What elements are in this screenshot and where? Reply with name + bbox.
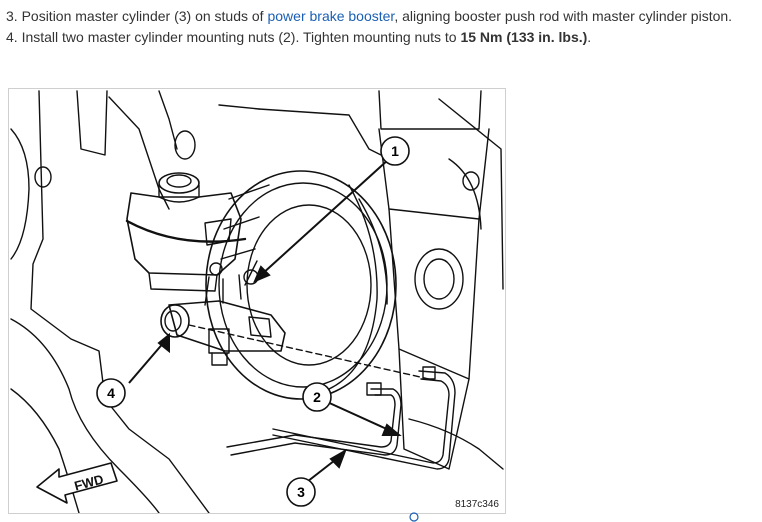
callout-1-label: 1 — [391, 143, 399, 159]
power-brake-booster-link[interactable]: power brake booster — [267, 8, 395, 24]
step-number: 4. — [6, 29, 18, 45]
step-text: , aligning booster push rod with master … — [394, 8, 733, 24]
callout-4 — [96, 378, 126, 408]
torque-spec: 15 Nm (133 in. lbs.) — [460, 29, 588, 45]
step-text: Install two master cylinder mounting nut… — [17, 29, 461, 45]
step-text: . — [587, 29, 592, 45]
fwd-arrow-icon: FWD — [36, 462, 118, 504]
step-3: 3. Position master cylinder (3) on studs… — [6, 6, 758, 27]
master-cylinder-diagram: 1 4 2 3 FWD 8137c346 — [8, 88, 506, 514]
diagram-illustration: 1 4 2 3 FWD — [10, 90, 504, 513]
callout-3-label: 3 — [297, 484, 305, 500]
callout-2 — [302, 382, 332, 412]
step-number: 3. — [6, 8, 18, 24]
callout-2-label: 2 — [313, 389, 321, 405]
step-text: Position master cylinder (3) on studs of — [17, 8, 268, 24]
fwd-label: FWD — [73, 471, 105, 493]
callout-4-label: 4 — [107, 385, 115, 401]
step-4: 4. Install two master cylinder mounting … — [6, 27, 758, 48]
callout-3 — [286, 477, 316, 507]
figure-id: 8137c346 — [455, 499, 499, 510]
circle-icon — [409, 512, 419, 522]
callout-1 — [380, 136, 410, 166]
instruction-steps: 3. Position master cylinder (3) on studs… — [6, 6, 758, 48]
